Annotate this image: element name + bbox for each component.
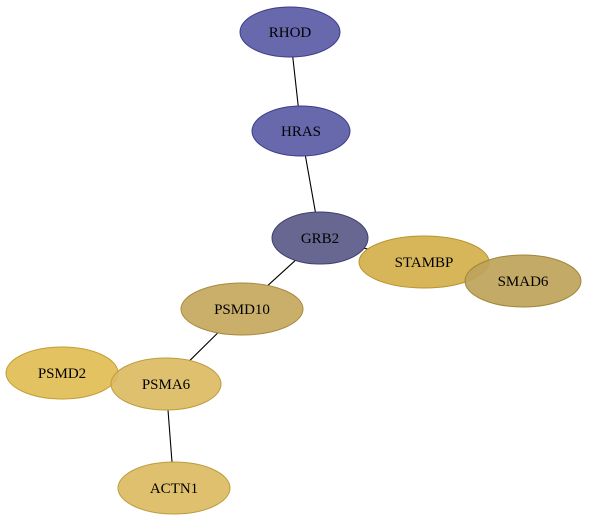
edge-grb2-psmd10 bbox=[267, 259, 296, 286]
node-label-grb2: GRB2 bbox=[301, 231, 339, 247]
node-label-smad6: SMAD6 bbox=[498, 274, 549, 290]
edge-psma6-actn1 bbox=[167, 409, 173, 463]
edge-hras-grb2 bbox=[304, 155, 316, 213]
node-label-psmd10: PSMD10 bbox=[214, 302, 270, 318]
node-shape-grb2 bbox=[271, 211, 369, 265]
node-smad6[interactable]: SMAD6 bbox=[464, 254, 582, 308]
node-shape-smad6 bbox=[464, 254, 582, 308]
node-label-hras: HRAS bbox=[281, 124, 321, 140]
edge-psmd10-psma6 bbox=[189, 332, 219, 361]
node-shape-actn1 bbox=[117, 461, 231, 515]
node-psmd2[interactable]: PSMD2 bbox=[5, 346, 119, 400]
node-hras[interactable]: HRAS bbox=[251, 105, 351, 157]
node-label-actn1: ACTN1 bbox=[150, 481, 198, 497]
edge-rhod-hras bbox=[292, 56, 299, 107]
node-actn1[interactable]: ACTN1 bbox=[117, 461, 231, 515]
node-rhod[interactable]: RHOD bbox=[239, 6, 341, 58]
node-psmd10[interactable]: PSMD10 bbox=[180, 282, 304, 336]
node-stambp[interactable]: STAMBP bbox=[358, 235, 490, 289]
node-label-stambp: STAMBP bbox=[395, 255, 454, 271]
node-psma6[interactable]: PSMA6 bbox=[110, 357, 222, 411]
edges-layer bbox=[167, 56, 368, 463]
node-shape-rhod bbox=[239, 6, 341, 58]
node-label-psma6: PSMA6 bbox=[142, 377, 191, 393]
node-shape-hras bbox=[251, 105, 351, 157]
node-label-psmd2: PSMD2 bbox=[38, 366, 86, 382]
node-grb2[interactable]: GRB2 bbox=[271, 211, 369, 265]
node-shape-psma6 bbox=[110, 357, 222, 411]
node-shape-psmd10 bbox=[180, 282, 304, 336]
node-label-rhod: RHOD bbox=[269, 25, 312, 41]
